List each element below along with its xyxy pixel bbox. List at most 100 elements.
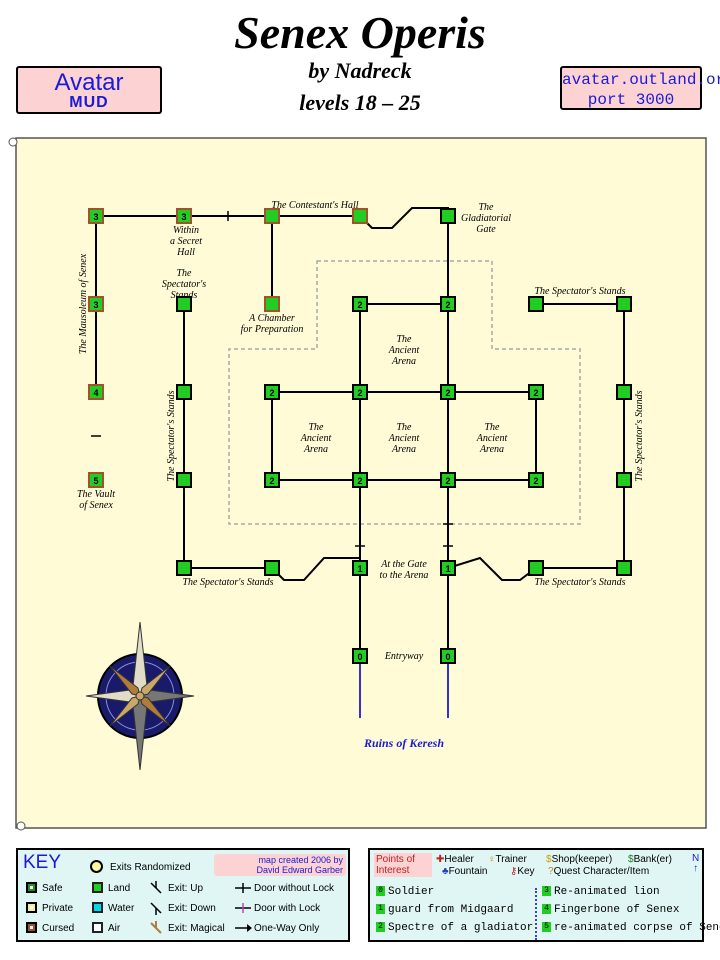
server-host: avatar.outland.org [562, 71, 720, 89]
cursed-swatch-icon [26, 922, 37, 933]
legend-door-without-lock: Door without Lock [254, 883, 335, 894]
poi-item-number: 0 [376, 886, 385, 897]
room-stand-4 [616, 384, 632, 400]
poi-item-text: Re-animated lion [554, 886, 660, 898]
label-secret-hall-1: Within [173, 225, 199, 236]
label-ruins-of-keresh: Ruins of Keresh [363, 736, 444, 750]
server-address-badge: avatar.outland.org port 3000 [560, 66, 720, 110]
legend-cursed: Cursed [42, 923, 75, 934]
label-chamber-1: A Chamber [248, 313, 295, 324]
legend-exit-down: Exit: Down [168, 903, 216, 914]
legend-private: Private [42, 903, 74, 914]
room-r23 [440, 648, 456, 664]
label-spectators-top-3: Stands [171, 290, 198, 301]
room-r7 [88, 384, 104, 400]
room-r10-level: 2 [357, 300, 362, 310]
room-r17-level: 2 [357, 476, 362, 486]
poi-quest-label: Quest Character/Item [553, 866, 650, 877]
room-r18 [440, 472, 456, 488]
poi-item-text: guard from Midgaard [388, 904, 514, 916]
trainer-icon: ♀ [488, 854, 496, 865]
room-r8 [88, 472, 104, 488]
poi-key: ⚷Key [510, 866, 535, 877]
poi-divider [535, 888, 539, 940]
label-gate-arena-1: At the Gate [380, 559, 427, 570]
poi-fountain: ♣Fountain [442, 866, 487, 877]
room-r21 [440, 560, 456, 576]
poi-key-label: Key [517, 866, 535, 877]
map-title: Senex Operis [234, 7, 486, 58]
credit-line-1: map created 2006 by [258, 855, 343, 865]
air-swatch-icon [92, 922, 103, 933]
room-r23-level: 0 [445, 652, 450, 662]
room-r2-level: 3 [181, 212, 186, 222]
room-r3 [264, 208, 280, 224]
room-r7-level: 4 [93, 388, 98, 398]
label-spectators-left-vertical: The Spectator's Stands [166, 390, 177, 481]
points-of-interest: Points of Interest ✚Healer ♀Trainer $Sho… [368, 848, 720, 942]
poi-item-number: 1 [376, 904, 385, 915]
label-arena-right-2: Ancient [476, 433, 508, 444]
room-stand-2 [616, 296, 632, 312]
room-r6 [88, 296, 104, 312]
poi-trainer-label: Trainer [495, 854, 527, 865]
legend-one-way: One-Way Only [254, 923, 320, 934]
legend-exits-randomized: Exits Randomized [110, 862, 191, 873]
poi-healer-label: Healer [444, 854, 474, 865]
room-stand-9 [528, 560, 544, 576]
room-r15-level: 2 [533, 388, 538, 398]
poi-item-text: Spectre of a gladiator [388, 922, 534, 934]
room-stand-5 [176, 472, 192, 488]
poi-title: Points of Interest [374, 853, 432, 877]
room-r17 [352, 472, 368, 488]
poi-bank: $Bank(er) [628, 854, 672, 865]
label-chamber-2: for Preparation [241, 324, 304, 335]
room-r2 [176, 208, 192, 224]
room-r14-level: 2 [445, 388, 450, 398]
north-arrow-icon: N↑ [692, 853, 700, 874]
room-stand-0 [176, 296, 192, 312]
bank-icon: $ [628, 854, 634, 865]
poi-item-text: re-animated corpse of Senex [554, 922, 720, 934]
room-r18-level: 2 [445, 476, 450, 486]
room-r16-level: 2 [269, 476, 274, 486]
label-arena-center-1: The [397, 422, 413, 433]
room-r14 [440, 384, 456, 400]
poi-title-line-2: Interest [376, 865, 410, 876]
room-r11 [440, 296, 456, 312]
shop-icon: $ [546, 854, 552, 865]
poi-shop: $Shop(keeper) [546, 854, 612, 865]
room-r13-level: 2 [357, 388, 362, 398]
label-spectators-bottom-left: The Spectator's Stands [182, 577, 273, 588]
room-r5 [440, 208, 456, 224]
server-port: port 3000 [587, 91, 675, 109]
room-stand-7 [176, 560, 192, 576]
label-spectators-right-vertical: The Spectator's Stands [634, 390, 645, 481]
room-r19 [528, 472, 544, 488]
legend-land: Land [108, 883, 131, 894]
legend-air: Air [108, 923, 121, 934]
room-stand-1 [528, 296, 544, 312]
poi-shop-label: Shop(keeper) [551, 854, 613, 865]
room-stand-10 [616, 560, 632, 576]
poi-bank-label: Bank(er) [633, 854, 672, 865]
scroll-curl-bottom [16, 821, 26, 831]
room-stand-3 [176, 384, 192, 400]
private-swatch-icon [26, 902, 37, 913]
legend-title: KEY [23, 852, 62, 873]
label-arena-left-3: Arena [303, 444, 328, 455]
label-mausoleum: The Mausoleum of Senex [78, 253, 89, 354]
exits-randomized-icon [90, 860, 103, 873]
avatar-mud-logo: Avatar MUD [16, 66, 162, 114]
room-r20 [352, 560, 368, 576]
poi-trainer: ♀Trainer [488, 854, 527, 865]
label-contestants-hall: The Contestant's Hall [271, 200, 358, 211]
label-spectators-bottom-right: The Spectator's Stands [534, 577, 625, 588]
label-arena-top-1: The [397, 334, 413, 345]
label-arena-right-1: The [485, 422, 501, 433]
label-secret-hall-2: a Secret [170, 236, 202, 247]
